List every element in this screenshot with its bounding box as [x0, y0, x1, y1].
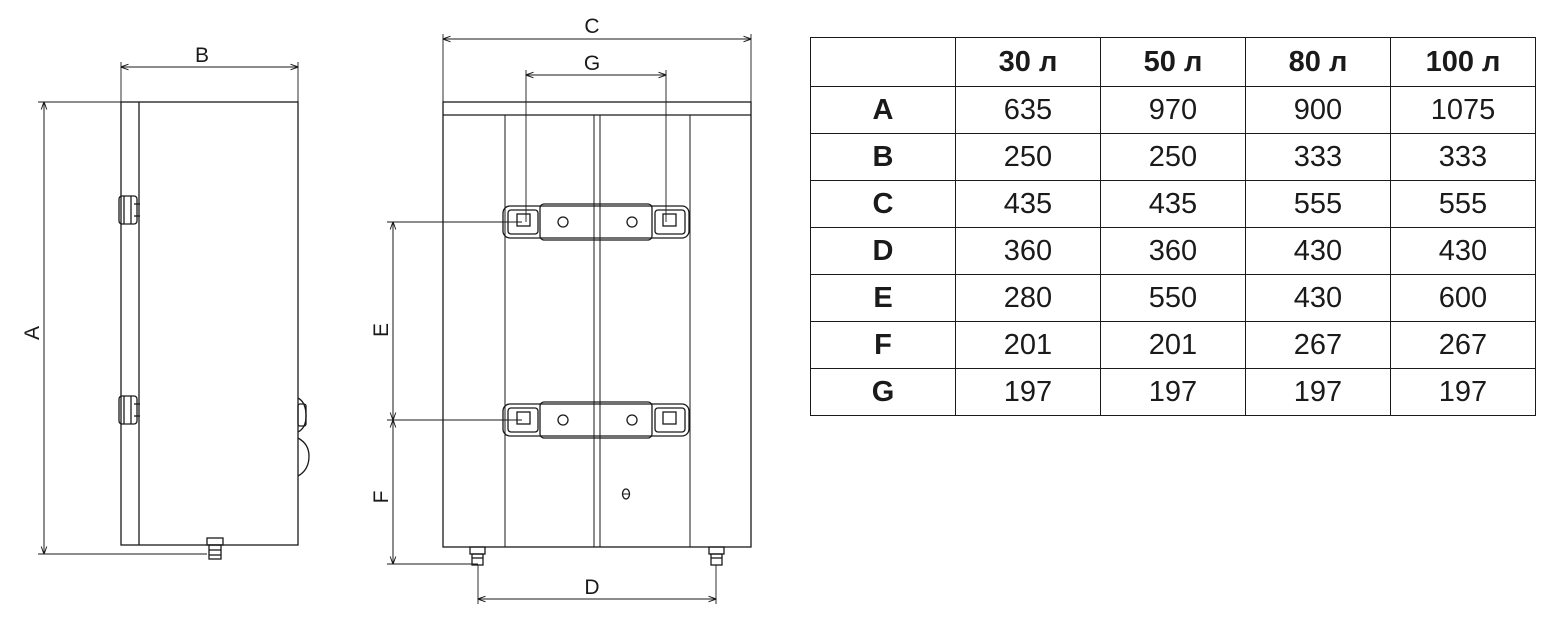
row-label: B	[810, 133, 956, 181]
table-cell: 250	[1100, 133, 1246, 181]
table-cell: 635	[955, 86, 1101, 134]
label-c: C	[584, 15, 599, 38]
table-row: C 435 435 555 555	[810, 180, 1536, 228]
label-d: D	[584, 576, 599, 599]
front-bracket-top	[502, 203, 690, 241]
table-cell: 430	[1245, 274, 1391, 322]
table-row: D 360 360 430 430	[810, 227, 1536, 275]
table-cell: 201	[955, 321, 1101, 369]
table-cell: 555	[1390, 180, 1536, 228]
table-cell: 197	[1245, 368, 1391, 416]
table-header-cell: 100 л	[1390, 37, 1536, 87]
table-cell: 550	[1100, 274, 1246, 322]
table-row: F 201 201 267 267	[810, 321, 1536, 369]
table-cell: 280	[955, 274, 1101, 322]
label-a: A	[21, 326, 44, 340]
row-label: G	[810, 368, 956, 416]
row-label: A	[810, 86, 956, 134]
table-header-cell	[810, 37, 956, 87]
side-bracket-top	[118, 195, 140, 225]
table-header-row: 30 л 50 л 80 л 100 л	[810, 37, 1536, 87]
table-cell: 197	[955, 368, 1101, 416]
technical-drawing: B A	[21, 15, 752, 604]
table-cell: 197	[1390, 368, 1536, 416]
row-label: E	[810, 274, 956, 322]
table-header-cell: 50 л	[1100, 37, 1246, 87]
side-bottom-pipe	[206, 537, 224, 560]
row-label: F	[810, 321, 956, 369]
front-bottom-pipe-right	[708, 546, 725, 566]
table-cell: 267	[1245, 321, 1391, 369]
table-cell: 267	[1390, 321, 1536, 369]
dimensions-table: 30 л 50 л 80 л 100 л A 635 970 900 1075 …	[810, 37, 1536, 416]
table-cell: 900	[1245, 86, 1391, 134]
label-g: G	[584, 52, 600, 75]
table-header-cell: 30 л	[955, 37, 1101, 87]
table-cell: 360	[955, 227, 1101, 275]
front-bottom-pipe-left	[469, 546, 486, 566]
side-view	[38, 62, 310, 560]
side-control-knobs	[297, 397, 310, 477]
table-cell: 555	[1245, 180, 1391, 228]
table-cell: 430	[1245, 227, 1391, 275]
table-row: B 250 250 333 333	[810, 133, 1536, 181]
table-cell: 197	[1100, 368, 1246, 416]
table-cell: 333	[1245, 133, 1391, 181]
table-row: E 280 550 430 600	[810, 274, 1536, 322]
table-cell: 600	[1390, 274, 1536, 322]
row-label: C	[810, 180, 956, 228]
table-cell: 201	[1100, 321, 1246, 369]
table-cell: 250	[955, 133, 1101, 181]
table-cell: 360	[1100, 227, 1246, 275]
label-e: E	[370, 323, 393, 337]
table-cell: 435	[955, 180, 1101, 228]
label-b: B	[195, 44, 209, 67]
table-row: G 197 197 197 197	[810, 368, 1536, 416]
table-cell: 435	[1100, 180, 1246, 228]
front-bracket-bottom	[502, 401, 690, 439]
table-header-cell: 80 л	[1245, 37, 1391, 87]
front-view	[387, 34, 752, 604]
front-view-body	[442, 101, 752, 548]
table-cell: 970	[1100, 86, 1246, 134]
row-label: D	[810, 227, 956, 275]
side-view-body	[120, 101, 299, 546]
table-cell: 430	[1390, 227, 1536, 275]
side-bracket-bottom	[118, 395, 140, 425]
label-f: F	[370, 491, 393, 504]
table-cell: 1075	[1390, 86, 1536, 134]
table-row: A 635 970 900 1075	[810, 86, 1536, 134]
front-indicator-icon	[621, 488, 631, 500]
table-cell: 333	[1390, 133, 1536, 181]
